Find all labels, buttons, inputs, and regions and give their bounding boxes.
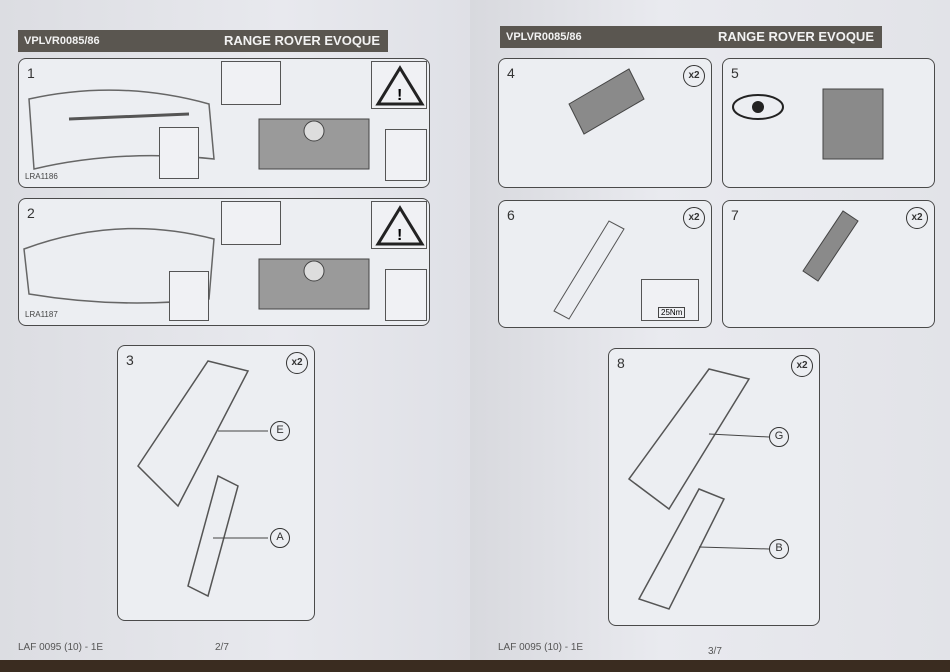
quantity-badge: x2 [683,207,705,229]
page-header: VPLVR0085/86 RANGE ROVER EVOQUE [500,26,882,48]
svg-text:!: ! [397,227,402,244]
torque-wrench-icon: 25Nm [641,279,699,321]
vehicle-title: RANGE ROVER EVOQUE [717,29,874,44]
step-number: 4 [507,65,515,81]
roof-illustration [23,227,370,310]
figure-reference: LRA1186 [25,172,58,181]
quantity-badge: x2 [906,207,928,229]
step-6-panel: 6 x2 25Nm [498,200,712,328]
step-number: 3 [126,352,134,368]
bin-icon [169,271,209,321]
step-1-panel: 1 ! LRA1186 [18,58,430,188]
bin-icon [159,127,199,179]
step-2-panel: 2 ! LRA1187 [18,198,430,326]
quantity-badge: x2 [286,352,308,374]
step-number: 2 [27,205,35,221]
callout-B: B [769,539,789,559]
callout-E: E [270,421,290,441]
page-number: 3/7 [708,646,722,657]
right-page: VPLVR0085/86 RANGE ROVER EVOQUE 4 x2 5 6… [470,0,950,660]
svg-text:!: ! [397,87,402,104]
page-header: VPLVR0085/86 RANGE ROVER EVOQUE [18,30,388,52]
vehicle-title: RANGE ROVER EVOQUE [223,33,380,48]
callout-G: G [769,427,789,447]
page-number: 2/7 [215,642,229,653]
step-number: 6 [507,207,515,223]
quantity-badge: x2 [683,65,705,87]
clip-assembly-illustration [137,360,268,598]
step-number: 1 [27,65,35,81]
left-page: VPLVR0085/86 RANGE ROVER EVOQUE 1 ! LRA1… [0,0,470,660]
step-number: 5 [731,65,739,81]
step-4-panel: 4 x2 [498,58,712,188]
pliers-icon [221,61,281,105]
torque-value: 25Nm [658,307,686,318]
callout-A: A [270,528,290,548]
footer-code: LAF 0095 (10) - 1E [18,642,104,653]
clip-assembly-illustration [627,368,770,610]
roof-rail-illustration [28,89,370,170]
figure-reference: LRA1187 [25,310,58,319]
warning-icon: ! [371,61,427,109]
document-code: VPLVR0085/86 [24,35,100,47]
warning-icon: ! [371,201,427,249]
step-number: 8 [617,355,625,371]
step-7-panel: 7 x2 [722,200,935,328]
pliers-icon [221,201,281,245]
step-8-panel: 8 x2 G B [608,348,820,626]
step-number: 7 [731,207,739,223]
step-5-panel: 5 [722,58,935,188]
quantity-badge: x2 [791,355,813,377]
bin-icon [385,129,427,181]
eye-icon [732,88,884,160]
document-code: VPLVR0085/86 [506,31,582,43]
bin-icon [385,269,427,321]
step-3-panel: 3 x2 E A [117,345,315,621]
footer-code: LAF 0095 (10) - 1E [498,642,584,653]
